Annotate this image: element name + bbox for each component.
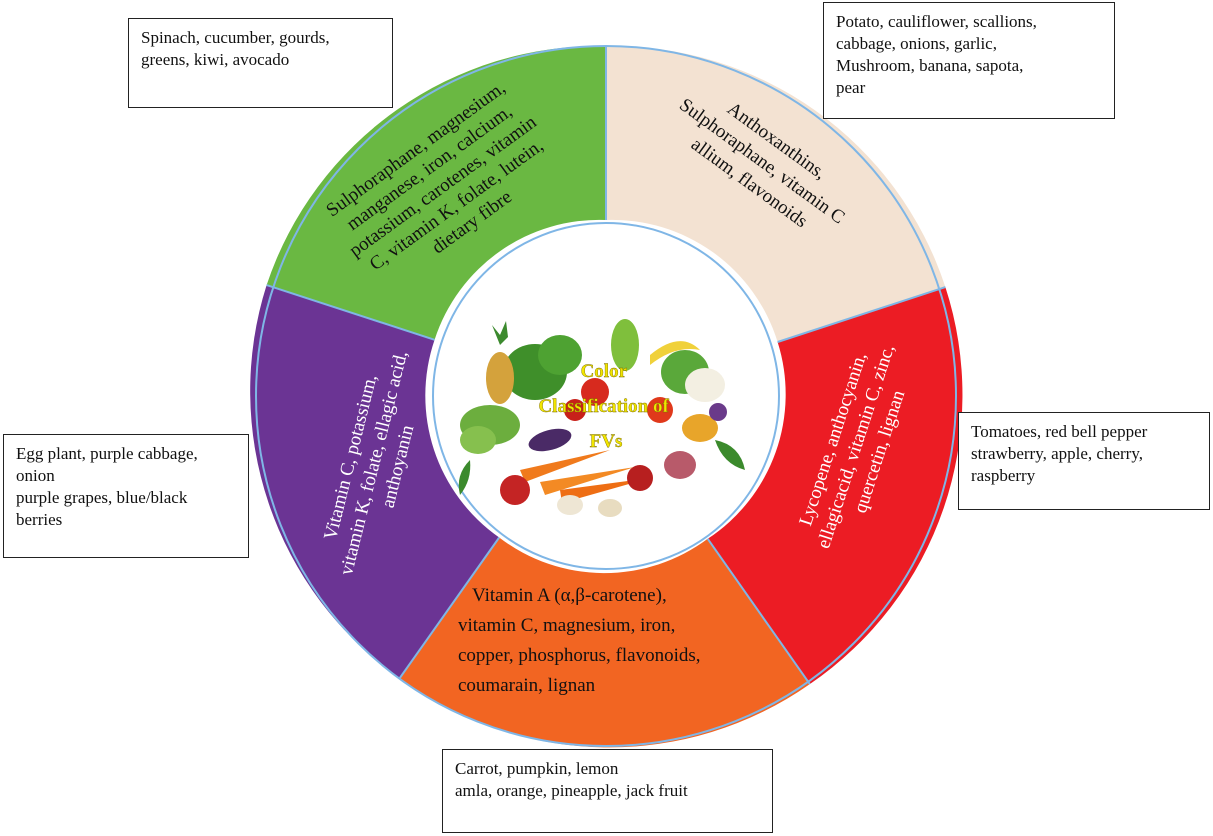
purple-segment <box>250 285 500 678</box>
green-foods-box: Spinach, cucumber, gourds, greens, kiwi,… <box>128 18 393 108</box>
white-foods-box: Potato, cauliflower, scallions, cabbage,… <box>823 2 1115 119</box>
white-segment <box>606 45 946 342</box>
divider-upper-right <box>777 286 946 343</box>
purple-foods-box: Egg plant, purple cabbage, onion purple … <box>3 434 249 558</box>
orange-nutrient-line: coumarain, lignan <box>458 675 596 696</box>
divider-lower-left <box>398 536 501 679</box>
inner-ring-edge <box>432 222 780 570</box>
divider-lower-right <box>706 538 811 685</box>
orange-nutrient-line: copper, phosphorus, flavonoids, <box>458 645 701 666</box>
red-segment <box>707 287 963 685</box>
green-segment <box>266 45 606 340</box>
center-title: Color Classification of FVs <box>538 361 673 452</box>
nutrient-ring <box>250 45 963 748</box>
outer-ring-edge <box>255 45 957 747</box>
orange-segment <box>399 537 810 748</box>
center-circle: Color Classification of FVs <box>435 225 777 567</box>
red-foods-box: Tomatoes, red bell pepper strawberry, ap… <box>958 412 1210 510</box>
orange-foods-box: Carrot, pumpkin, lemon amla, orange, pin… <box>442 749 773 833</box>
svg-text:Vitamin A (α,β-carotene),: Vitamin A (α,β-carotene), vitamin C, mag… <box>458 585 705 696</box>
center-title-line-2: Classification of <box>538 396 669 417</box>
center-title-line-1: Color <box>581 361 628 382</box>
divider-upper-left <box>266 284 435 341</box>
center-title-line-3: FVs <box>590 431 623 452</box>
produce-illustration-icon <box>458 319 745 517</box>
nutrient-text-orange: Vitamin A (α,β-carotene), vitamin C, mag… <box>458 585 705 696</box>
orange-nutrient-line: vitamin C, magnesium, iron, <box>458 615 675 636</box>
orange-nutrient-line: Vitamin A (α,β-carotene), <box>472 585 667 606</box>
segment-dividers <box>255 45 957 747</box>
